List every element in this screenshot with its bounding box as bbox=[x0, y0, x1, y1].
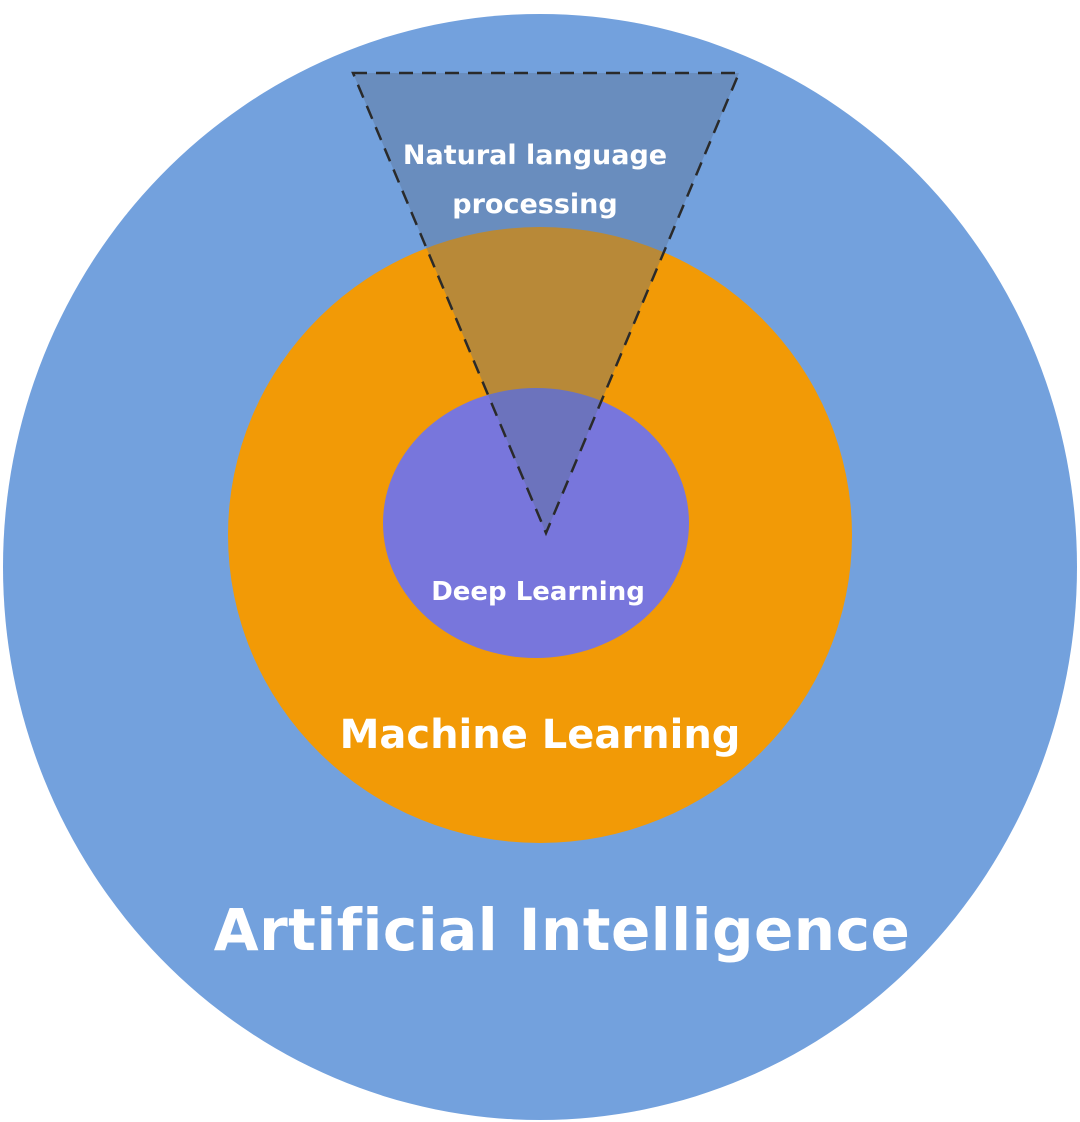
nlp-label-line-1: Natural language bbox=[403, 140, 667, 171]
nlp-label-line-2: processing bbox=[452, 189, 617, 220]
nlp-triangle bbox=[351, 71, 741, 537]
ml-label: Machine Learning bbox=[340, 712, 741, 758]
dl-ellipse bbox=[383, 388, 689, 658]
dl-label: Deep Learning bbox=[431, 577, 645, 607]
ai-label: Artificial Intelligence bbox=[214, 896, 911, 964]
